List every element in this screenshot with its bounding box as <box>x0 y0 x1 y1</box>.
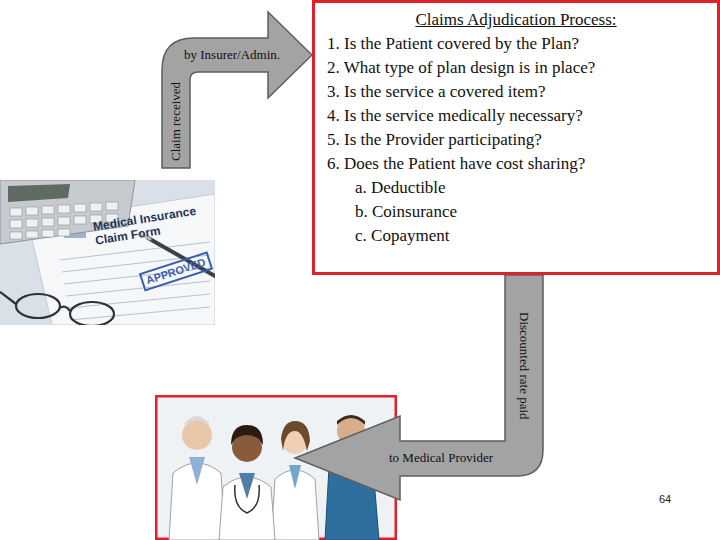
sub-item: a. Deductible <box>355 177 446 199</box>
claim-form-photo <box>0 180 215 325</box>
doctor-2 <box>219 425 275 540</box>
doctor-1 <box>169 416 225 540</box>
sub-item: c. Copayment <box>355 225 449 247</box>
arrow-label: Discounted rate paid <box>515 295 533 437</box>
doctor-3 <box>271 421 319 540</box>
list-item: 2. What type of plan design is in place? <box>327 57 595 79</box>
list-item: 6. Does the Patient have cost sharing? <box>327 153 585 175</box>
list-item: 3. Is the service a covered item? <box>327 81 546 103</box>
list-item: 1. Is the Patient covered by the Plan? <box>327 33 579 55</box>
process-box: Claims Adjudication Process:1. Is the Pa… <box>312 0 720 275</box>
sub-item: b. Coinsurance <box>355 201 457 223</box>
arrow-outline <box>295 275 543 500</box>
bent-arrow: Claim received by Insurer/Admin. <box>160 10 313 170</box>
list-item: 5. Is the Provider participating? <box>327 129 542 151</box>
arrow-label: to Medical Provider <box>389 450 493 466</box>
arrow-outline <box>162 12 312 168</box>
page-number: 64 <box>659 493 671 506</box>
arrow-label: Claim received <box>167 74 185 168</box>
bent-arrow: Discounted rate paid to Medical Provider <box>285 275 548 515</box>
arrow-shape <box>285 275 548 515</box>
arrow-label: by Insurer/Admin. <box>184 47 280 63</box>
list-item: 4. Is the service medically necessary? <box>327 105 583 127</box>
box-heading: Claims Adjudication Process: <box>315 9 717 31</box>
